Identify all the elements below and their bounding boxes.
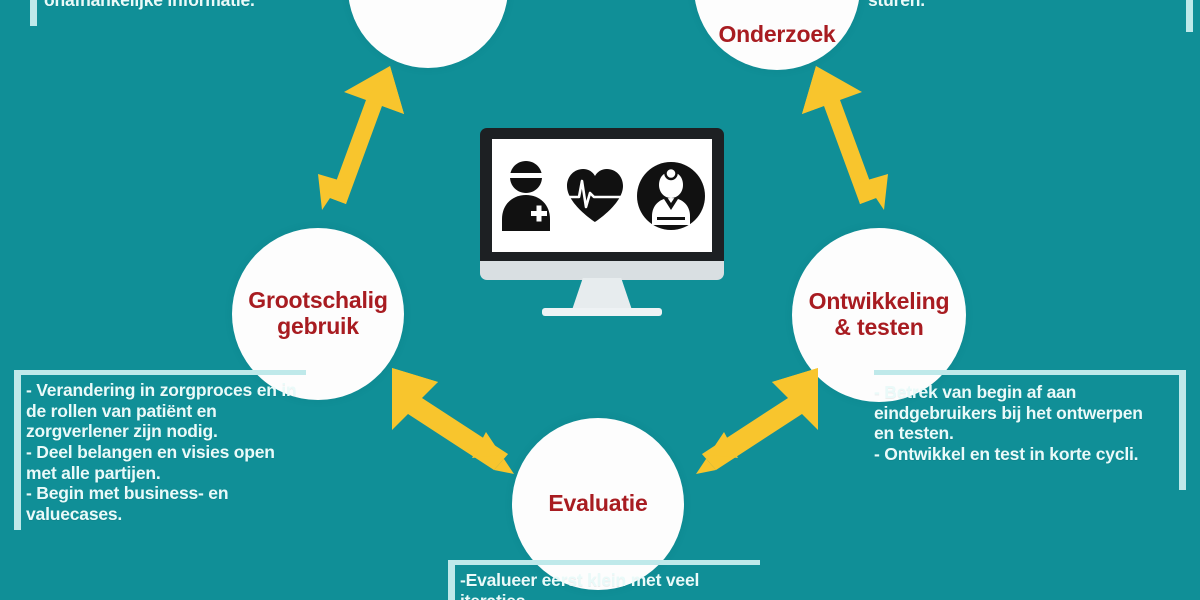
bracket-left [14, 370, 306, 530]
heart-ecg-icon [566, 168, 625, 222]
bracket-top-left [30, 0, 290, 26]
arrow-ontwikkeling-to-onderzoek [802, 66, 888, 210]
node-ontwikkeling-testen-label: Ontwikkeling & testen [808, 288, 950, 340]
callout-left: - Verandering in zorgproces en in de rol… [26, 380, 297, 524]
patient-with-cross-icon [501, 160, 550, 231]
doctor-portrait-icon [637, 161, 706, 230]
monitor-screen [492, 139, 712, 252]
monitor-stand-neck [572, 278, 632, 310]
monitor-stand-base [542, 308, 662, 316]
telehealth-monitor-icon [480, 128, 724, 316]
monitor-chin [480, 261, 724, 280]
node-grootschalig-gebruik-label: Grootschalig gebruik [248, 287, 388, 339]
bracket-top-right [1186, 0, 1194, 32]
callout-top-left: onafhankelijke informatie. [44, 0, 255, 10]
callout-right: - Betrek van begin af aan eindgebruikers… [874, 382, 1143, 464]
arrow-grootschalig-to-evaluatie [392, 368, 514, 474]
bracket-bottom [448, 560, 760, 600]
bracket-right [874, 370, 1186, 490]
arrow-grootschalig-to-top-left [318, 66, 404, 210]
callout-top-right: sturen. [868, 0, 925, 10]
arrow-evaluatie-to-ontwikkeling [696, 368, 818, 474]
callout-bottom: -Evalueer eerst klein met veel iteraties… [460, 570, 700, 600]
node-evaluatie-label: Evaluatie [548, 490, 648, 517]
node-top-right-label: Onderzoek [718, 21, 836, 48]
